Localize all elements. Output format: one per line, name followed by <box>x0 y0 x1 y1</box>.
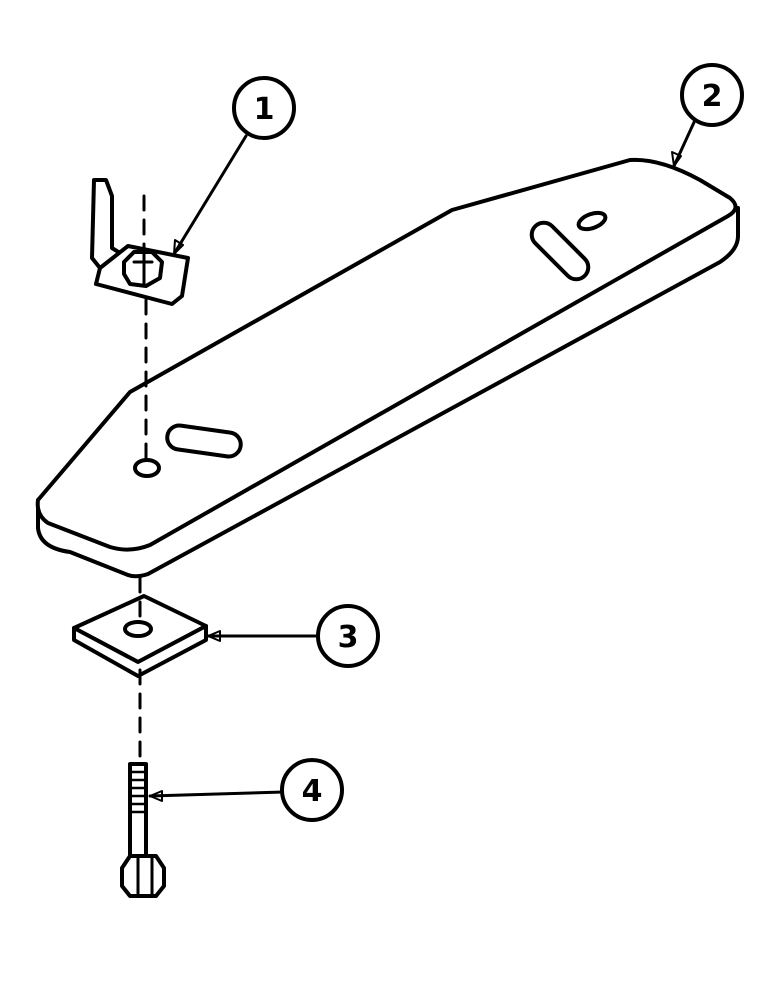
callout-2-label: 2 <box>702 79 723 114</box>
callout-2: 2 <box>680 63 744 127</box>
mounting-bar <box>35 157 740 579</box>
callout-4: 4 <box>280 758 344 822</box>
callout-3: 3 <box>316 604 380 668</box>
square-washer <box>72 594 208 678</box>
j-clip-with-nut <box>90 178 190 306</box>
callout-1: 1 <box>232 76 296 140</box>
leader-lines <box>148 116 698 802</box>
bolt <box>120 762 166 898</box>
assembly-centerline <box>138 194 148 762</box>
callout-3-label: 3 <box>338 620 359 655</box>
callout-1-label: 1 <box>254 92 275 127</box>
callout-4-label: 4 <box>302 774 323 809</box>
